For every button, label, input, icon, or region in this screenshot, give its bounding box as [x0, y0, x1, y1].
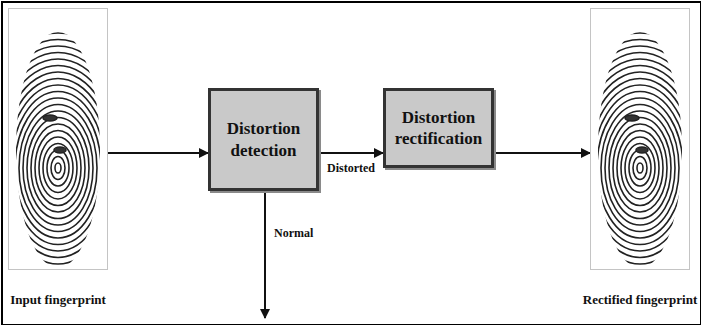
image-frame — [8, 8, 108, 270]
image-caption: Rectified fingerprint — [570, 292, 701, 308]
flow-arrow — [319, 152, 383, 154]
flow-arrow — [494, 152, 590, 154]
image-panel: Input fingerprint — [8, 8, 108, 308]
image-frame — [590, 8, 690, 270]
box-label: Distortion detection — [217, 118, 310, 161]
normal-arrow — [264, 191, 266, 318]
image-caption: Input fingerprint — [0, 292, 128, 308]
box-label: Distortion rectification — [392, 107, 485, 150]
edge-label: Distorted — [325, 161, 377, 176]
rectified-fingerprint-image — [549, 20, 701, 316]
flow-arrow — [108, 152, 208, 154]
branch-label: Normal — [272, 226, 315, 241]
image-panel: Rectified fingerprint — [590, 8, 690, 308]
input-fingerprint-image — [0, 20, 149, 316]
process-box: Distortion rectification — [383, 88, 494, 168]
process-box: Distortion detection — [208, 88, 319, 191]
